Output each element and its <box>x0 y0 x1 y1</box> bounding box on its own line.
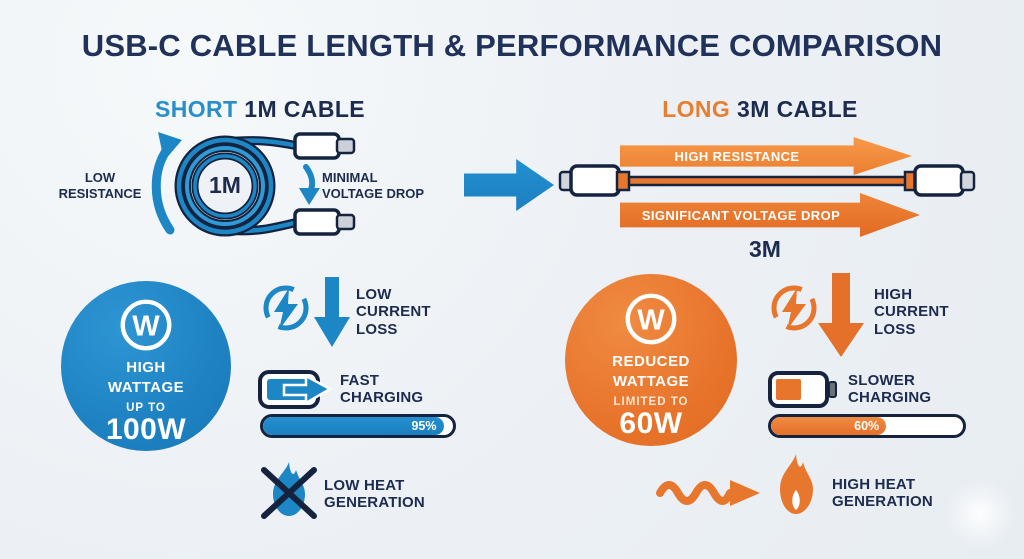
down-arrow-icon <box>314 277 350 347</box>
svg-text:W: W <box>637 305 665 337</box>
transition-arrow-icon <box>464 159 554 211</box>
up-to-text: UP TO <box>126 402 166 414</box>
high-resistance-label: HIGH RESISTANCE <box>674 148 800 164</box>
down-arrow-icon <box>818 273 864 357</box>
long-cable-heading-rest: 3M CABLE <box>730 96 858 122</box>
wattage-value-60w: 60W <box>619 407 683 440</box>
electric-bolt-circle-icon <box>263 285 309 331</box>
low-resistance-note: LOW RESISTANCE <box>58 170 142 202</box>
fast-charging-label: FAST CHARGING <box>340 372 424 407</box>
no-heat-flame-icon <box>261 462 317 519</box>
charge-progress-fill-right: 60% <box>771 417 887 435</box>
high-wattage-text: HIGH WATTAGE <box>107 359 185 396</box>
slower-charging-label: SLOWER CHARGING <box>848 372 932 407</box>
heat-wave-arrow-icon <box>656 480 760 506</box>
flame-icon <box>780 454 813 514</box>
low-current-loss-label: LOW CURRENT LOSS <box>356 286 431 338</box>
limited-to-text: LIMITED TO <box>613 396 689 408</box>
charge-percent-left: 95% <box>411 419 437 433</box>
wattage-value-100w: 100W <box>105 413 187 446</box>
cable-length-label-3m: 3M <box>749 236 781 262</box>
sparkle-glow <box>938 472 1022 556</box>
coiled-cable-icon <box>151 132 356 237</box>
page-title: USB-C CABLE LENGTH & PERFORMANCE COMPARI… <box>81 28 943 63</box>
high-wattage-badge: W HIGH WATTAGE UP TO 100W <box>61 281 231 451</box>
charge-progress-bar-right: 60% <box>768 414 966 438</box>
significant-voltage-drop-label: SIGNIFICANT VOLTAGE DROP <box>641 207 841 223</box>
fast-charging-battery-icon <box>258 370 333 409</box>
slow-charging-battery-icon <box>768 371 837 408</box>
cable-length-label-1m: 1M <box>209 172 241 198</box>
reduced-wattage-badge: W REDUCED WATTAGE LIMITED TO 60W <box>565 274 737 446</box>
electric-bolt-circle-icon <box>771 285 817 331</box>
minimal-voltage-drop-note: MINIMAL VOLTAGE DROP <box>322 170 425 202</box>
low-heat-generation-label: LOW HEAT GENERATION <box>324 477 425 512</box>
watt-symbol-icon: W <box>625 293 677 345</box>
svg-text:W: W <box>132 311 160 343</box>
high-current-loss-label: HIGH CURRENT LOSS <box>874 286 949 338</box>
high-heat-generation-label: HIGH HEAT GENERATION <box>832 476 933 511</box>
short-cable-heading-rest: 1M CABLE <box>237 96 366 122</box>
short-cable-heading-accent: SHORT <box>154 96 238 122</box>
charge-percent-right: 60% <box>854 419 880 433</box>
long-cable-heading: LONG 3M CABLE <box>610 96 910 123</box>
charge-progress-fill-left: 95% <box>263 417 444 435</box>
long-cable-heading-accent: LONG <box>662 96 731 122</box>
charge-progress-bar-left: 95% <box>260 414 456 438</box>
short-cable-heading: SHORT 1M CABLE <box>110 96 410 123</box>
reduced-wattage-text: REDUCED WATTAGE <box>612 353 690 390</box>
straight-cable-icon <box>558 164 976 197</box>
watt-symbol-icon: W <box>120 299 172 351</box>
